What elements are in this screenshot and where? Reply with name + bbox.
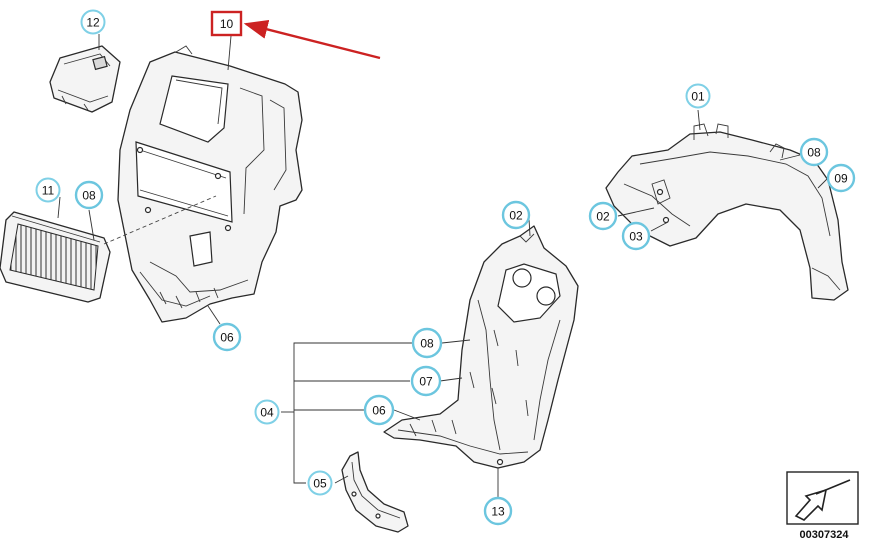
callout-09[interactable]: 09 bbox=[826, 163, 856, 193]
highlight-indicator bbox=[210, 10, 381, 60]
callout-label: 07 bbox=[419, 375, 433, 389]
callout-label: 09 bbox=[834, 172, 848, 186]
callout-10[interactable]: 10 bbox=[220, 17, 234, 31]
part-wheel-arch-liner-04 bbox=[383, 225, 579, 469]
callout-label: 03 bbox=[629, 230, 643, 244]
callout-label: 08 bbox=[420, 337, 434, 351]
callout-02-rear[interactable]: 02 bbox=[588, 201, 618, 231]
callout-label: 08 bbox=[807, 146, 821, 160]
callout-06-front[interactable]: 06 bbox=[363, 394, 395, 426]
group-bracket-04 bbox=[281, 342, 412, 484]
callout-label: 04 bbox=[260, 406, 274, 420]
callout-12[interactable]: 12 bbox=[80, 9, 106, 35]
callout-label: 11 bbox=[42, 184, 55, 198]
callout-label: 13 bbox=[491, 505, 505, 519]
callout-label: 12 bbox=[86, 16, 100, 30]
callout-06-liner[interactable]: 06 bbox=[212, 322, 242, 352]
callout-08-grille[interactable]: 08 bbox=[74, 180, 104, 210]
leader-lines bbox=[57, 34, 829, 497]
part-air-grille-11 bbox=[0, 211, 111, 303]
callout-11[interactable]: 11 bbox=[35, 177, 61, 203]
callout-label: 06 bbox=[220, 331, 234, 345]
highlight-box bbox=[210, 10, 243, 37]
callout-label: 10 bbox=[220, 17, 234, 31]
part-cover-plate-12 bbox=[49, 45, 121, 113]
callout-04[interactable]: 04 bbox=[254, 399, 280, 425]
part-wheel-arch-liner-10 bbox=[117, 45, 303, 323]
callout-01[interactable]: 01 bbox=[685, 83, 711, 109]
part-trim-strip-05 bbox=[341, 451, 409, 533]
callout-02-front[interactable]: 02 bbox=[501, 200, 531, 230]
callout-label: 02 bbox=[596, 210, 610, 224]
callout-label: 02 bbox=[509, 209, 523, 223]
direction-arrow-icon bbox=[794, 488, 828, 521]
callout-07[interactable]: 07 bbox=[410, 365, 442, 397]
callout-label: 05 bbox=[313, 477, 327, 491]
callout-05[interactable]: 05 bbox=[307, 470, 333, 496]
callout-08-front[interactable]: 08 bbox=[411, 327, 443, 359]
highlight-arrow bbox=[243, 20, 381, 60]
assembly-dashed-line bbox=[103, 195, 217, 245]
callout-label: 08 bbox=[82, 189, 96, 203]
callout-08-rear[interactable]: 08 bbox=[799, 137, 829, 167]
callout-13[interactable]: 13 bbox=[483, 496, 513, 526]
reference-box: 00307324 bbox=[786, 471, 859, 541]
reference-number: 00307324 bbox=[800, 529, 850, 541]
callout-label: 06 bbox=[372, 404, 386, 418]
callout-label: 01 bbox=[691, 90, 705, 104]
callout-03[interactable]: 03 bbox=[621, 221, 651, 251]
